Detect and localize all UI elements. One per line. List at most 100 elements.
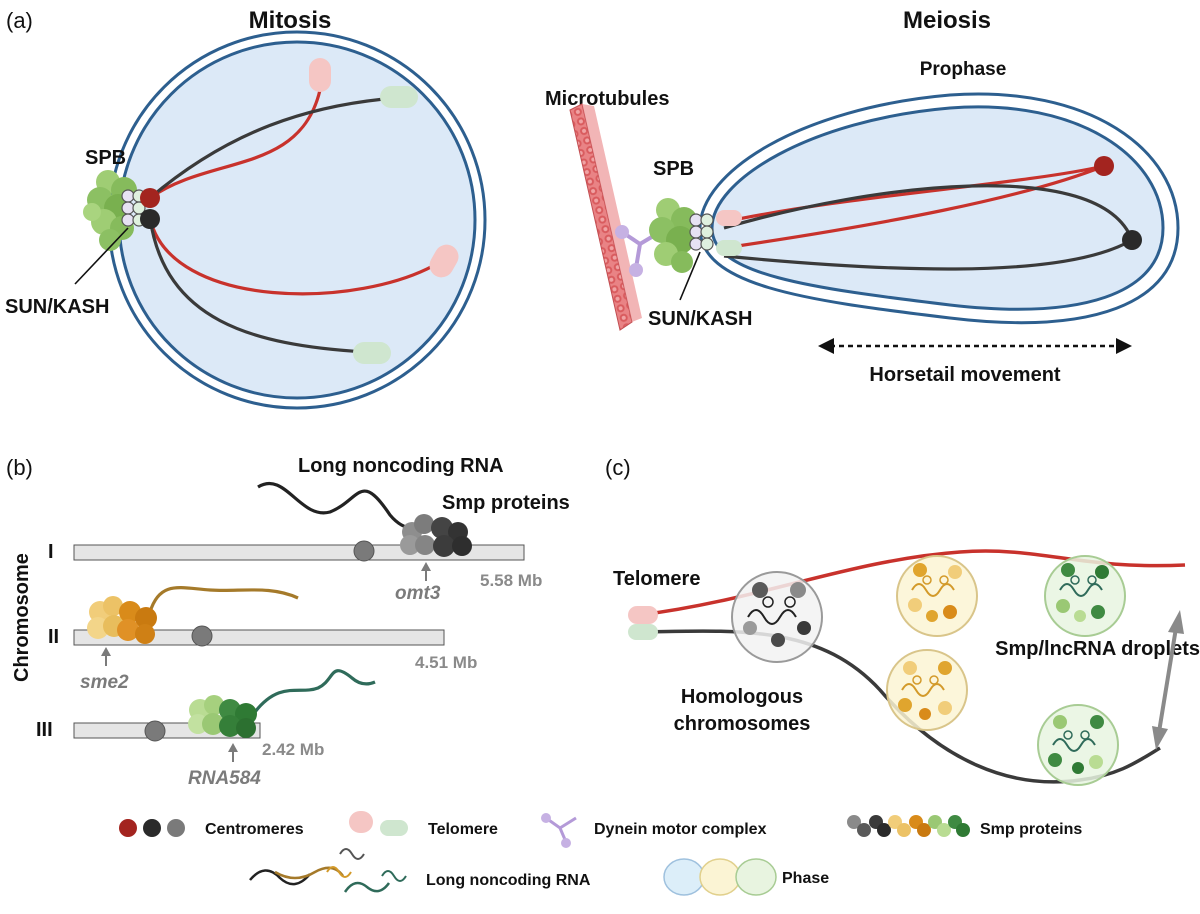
centromere-red [140, 188, 160, 208]
gene-arrow [101, 647, 111, 656]
centromere-red [1094, 156, 1114, 176]
dynein-icon [541, 813, 551, 823]
centromere-dark [140, 209, 160, 229]
dynein-icon [545, 816, 577, 843]
gene-label: sme2 [80, 672, 129, 693]
legend-telomere-label: Telomere [428, 821, 498, 838]
panel-c: (c) Telomere [605, 455, 1200, 786]
chromosome-roman: II [48, 626, 59, 648]
telomere-green [380, 86, 418, 108]
mitosis-title: Mitosis [249, 7, 332, 34]
telomere-green [628, 624, 658, 640]
phase-droplet-green [1044, 555, 1126, 637]
chromosome-ii: II sme2 4.51 Mb [48, 586, 477, 693]
lncrna-strand [253, 669, 376, 713]
mitosis-nucleus: SPB SUN/KASH [5, 30, 487, 410]
telomere-green [353, 342, 391, 364]
microtubule-bundle [569, 103, 642, 331]
chromosome-axis-label: Chromosome [11, 553, 33, 682]
meiosis-spb-label: SPB [653, 158, 694, 180]
mitosis-chromosome-red-upper [149, 89, 322, 200]
telomere-pink [429, 244, 459, 278]
panel-a-label: (a) [6, 8, 33, 33]
legend: Centromeres Telomere Dynein motor comple… [119, 811, 1082, 896]
legend-lncrna: Long noncoding RNA [249, 848, 591, 893]
sun-kash-complex [689, 213, 714, 251]
pairing-arrow [1152, 610, 1184, 750]
mitosis-spb-label: SPB [85, 147, 126, 169]
chromosome-roman: III [36, 719, 53, 741]
centromere-dark [1122, 230, 1142, 250]
meiosis-spb [649, 198, 697, 273]
legend-phase-label: Phase [782, 870, 829, 887]
centromere-grey [191, 625, 213, 647]
meiosis-nucleus: Prophase Microtubules [545, 59, 1180, 386]
mitosis-sun-kash-label: SUN/KASH [5, 296, 109, 318]
phase-droplet-grey [731, 571, 823, 663]
microtubules-label: Microtubules [545, 88, 669, 110]
gene-label: RNA584 [188, 768, 261, 789]
chromosome-size: 4.51 Mb [415, 653, 477, 672]
dynein-motor-complex [615, 225, 662, 277]
legend-dynein: Dynein motor complex [541, 813, 767, 848]
dynein-icon [561, 838, 571, 848]
smp-protein-cluster [400, 514, 472, 557]
centromere-dark [143, 819, 161, 837]
gene-arrow [228, 743, 238, 752]
telomere-pink [716, 210, 742, 226]
legend-smp-label: Smp proteins [980, 821, 1082, 838]
chromosome-roman: I [48, 541, 54, 563]
telomere-pink [349, 811, 373, 833]
panel-c-label: (c) [605, 455, 631, 480]
legend-lncrna-label: Long noncoding RNA [426, 872, 591, 889]
chromosome-i: I omt3 5.58 Mb [48, 482, 542, 604]
centromere-red [119, 819, 137, 837]
prophase-label: Prophase [920, 59, 1007, 80]
legend-centromeres: Centromeres [119, 819, 304, 838]
horsetail-label: Horsetail movement [869, 364, 1061, 386]
legend-phase: Phase [663, 858, 829, 896]
panel-b: (b) Chromosome Long noncoding RNA Smp pr… [6, 455, 570, 789]
lncrna-strand [148, 586, 299, 613]
smp-protein-cluster [87, 596, 157, 644]
panel-b-label: (b) [6, 455, 33, 480]
phase-droplet-orange [886, 649, 968, 731]
meiosis-title: Meiosis [903, 7, 991, 34]
centromere-grey [167, 819, 185, 837]
mitosis-chromosome-red-lower [148, 217, 441, 296]
homologous-label: chromosomes [674, 713, 811, 735]
mitosis-chromosome-dark-lower [148, 217, 366, 354]
horsetail-arrow [818, 338, 1132, 354]
legend-dynein-label: Dynein motor complex [594, 821, 767, 838]
lncrna-strand [257, 482, 421, 531]
chromosome-size: 2.42 Mb [262, 740, 324, 759]
droplets-label: Smp/lncRNA droplets [995, 638, 1200, 660]
lncrna-label: Long noncoding RNA [298, 455, 504, 477]
chromosome-iii: III RNA584 2.42 Mb [36, 669, 376, 789]
legend-centromeres-label: Centromeres [205, 821, 304, 838]
legend-telomere: Telomere [349, 811, 498, 838]
telomere-label: Telomere [613, 568, 700, 590]
phase-droplet-orange [896, 555, 978, 637]
sun-kash-pointer [74, 227, 129, 285]
telomere-pink [309, 58, 331, 92]
telomere-pink [628, 606, 658, 624]
centromere-grey [353, 540, 375, 562]
telomere-green [380, 820, 408, 836]
chromosome-size: 5.58 Mb [480, 571, 542, 590]
centromere-grey [144, 720, 166, 742]
homologous-label: Homologous [681, 686, 803, 708]
mitosis-chromosome-dark-upper [148, 96, 396, 200]
gene-arrow [421, 562, 431, 571]
smp-protein-cluster [188, 695, 257, 738]
meiosis-inner-membrane [710, 105, 1165, 311]
chromosome-bar [73, 629, 445, 646]
phase-droplet-green [1037, 704, 1119, 786]
panel-a: (a) Mitosis Meiosis [5, 7, 1180, 410]
telomere-green [716, 240, 742, 256]
smp-proteins-label: Smp proteins [442, 492, 570, 514]
meiosis-sun-kash-label: SUN/KASH [648, 308, 752, 330]
gene-label: omt3 [395, 583, 441, 604]
legend-smp: Smp proteins [847, 815, 1082, 838]
sun-kash-pointer [679, 251, 701, 301]
